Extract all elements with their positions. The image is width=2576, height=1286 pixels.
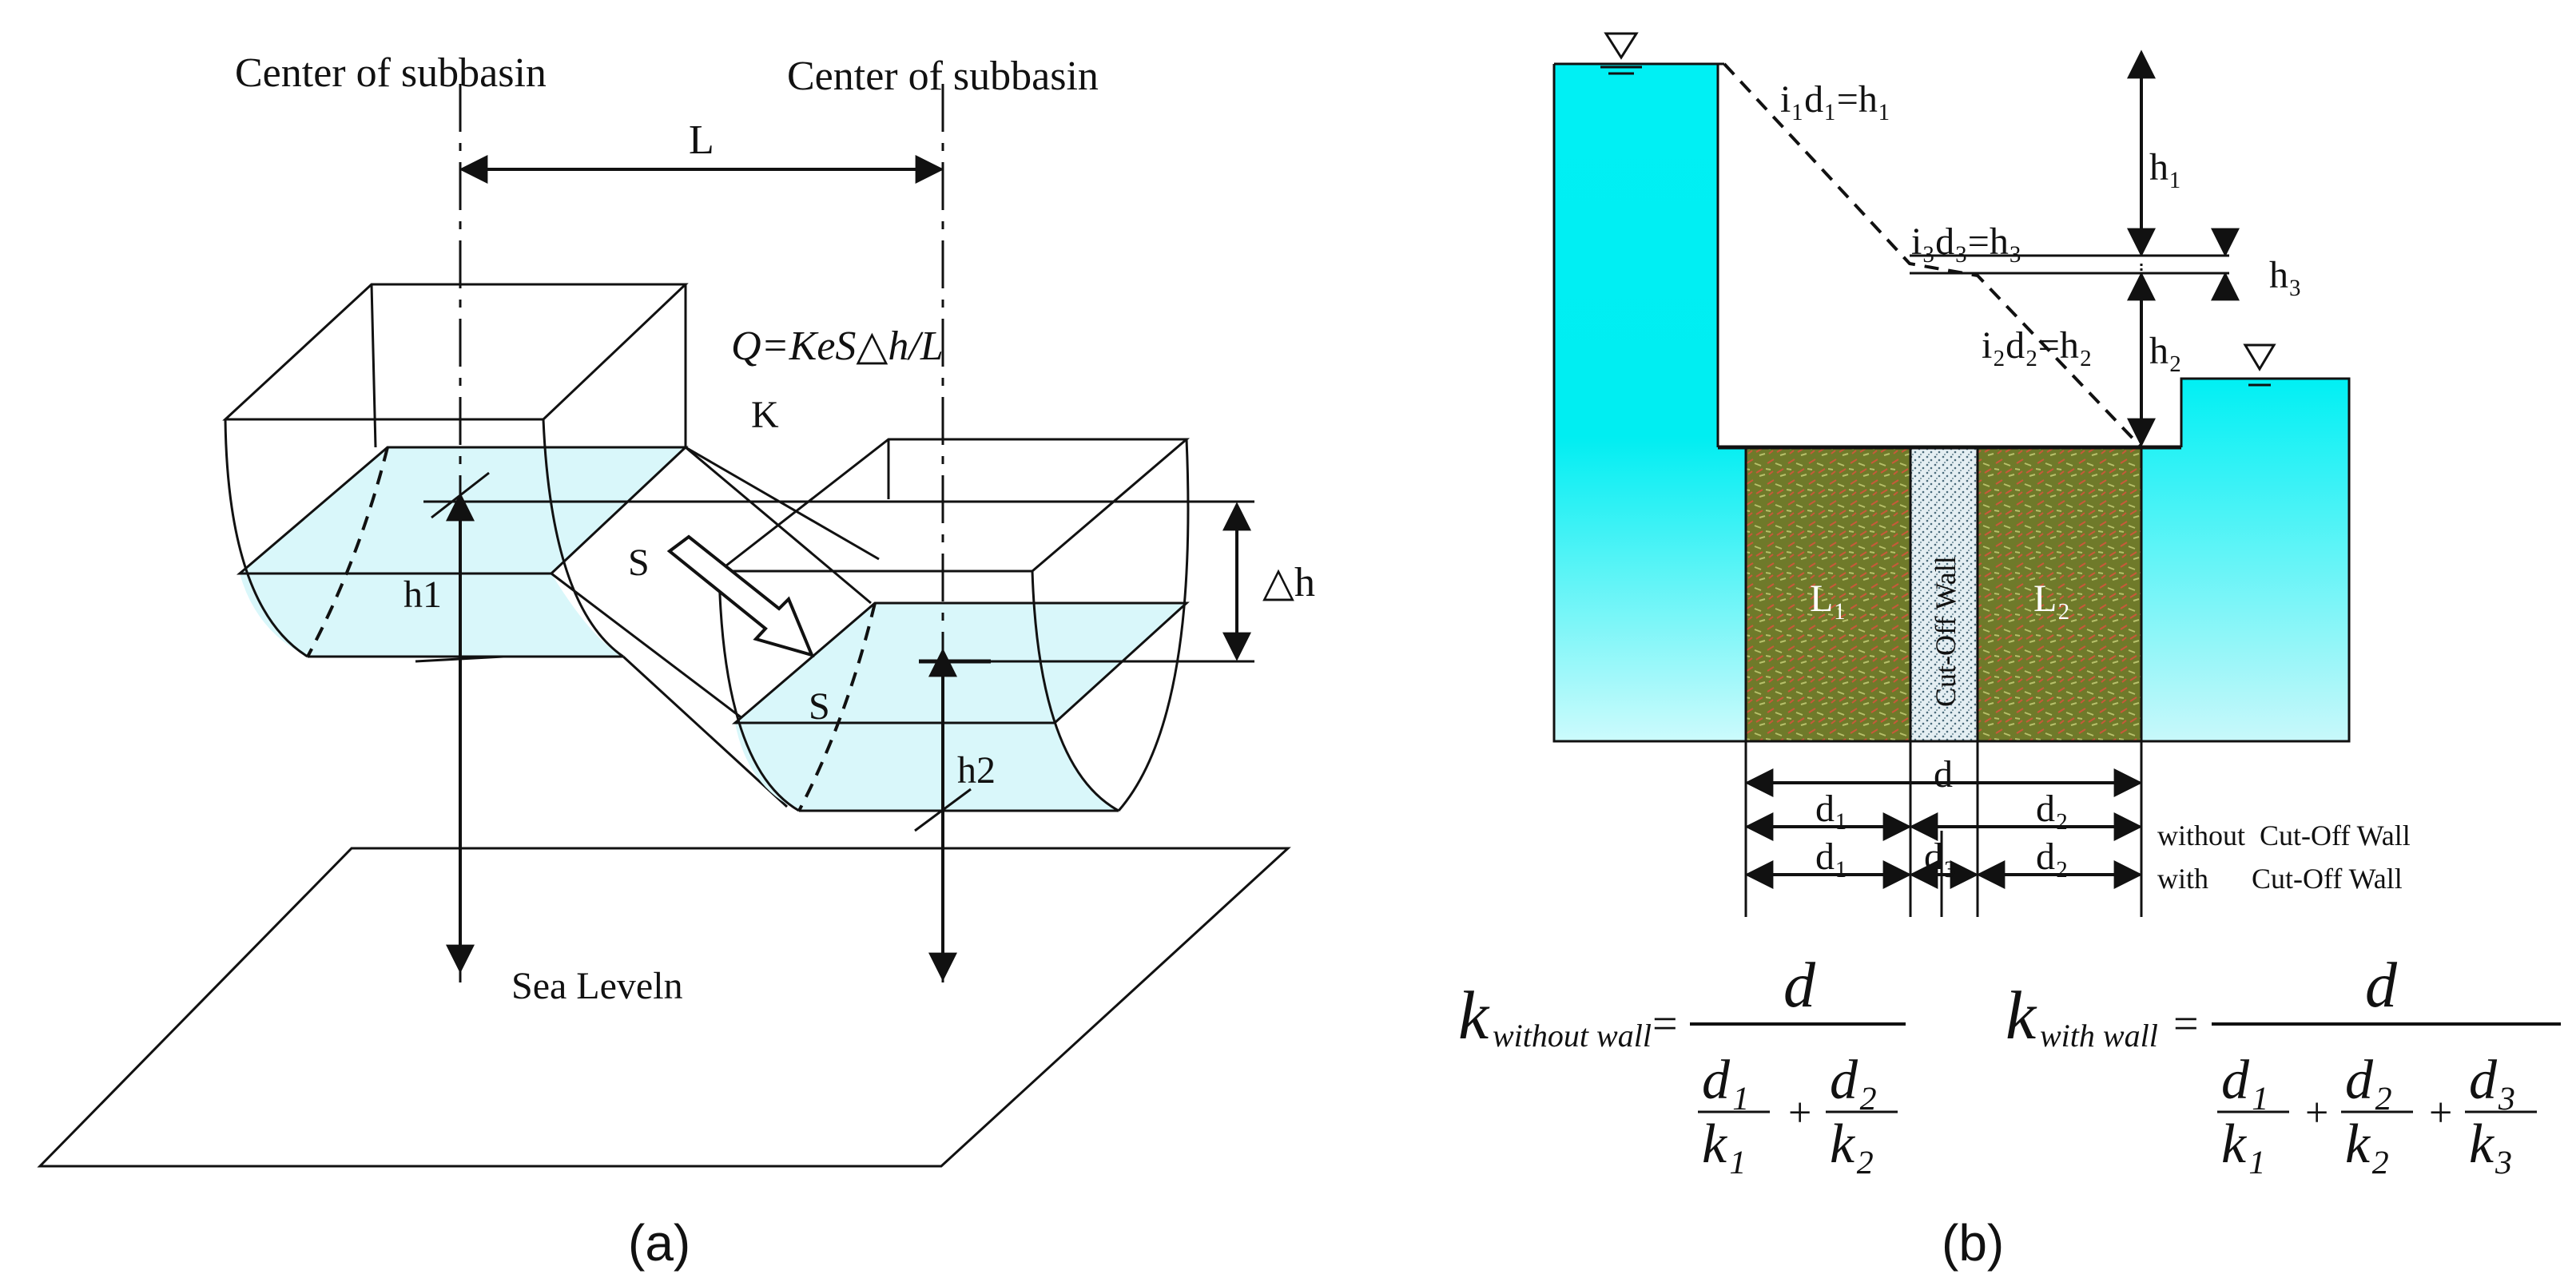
flow-equation: Q=KeS△h/L (731, 323, 944, 369)
d-label: d (1934, 753, 1953, 796)
panel-b: i₁d₁=h₁ i₃d₃=h₃ i₂d₂=h₂ h₁ h₃ h₂ L₁ L₂ C… (1458, 32, 2561, 1272)
formula-with-wall: k with wall = d d₁ k₁ + d₂ k₂ + d₃ k₃ (2006, 951, 2561, 1175)
d2-label-b: d₂ (2036, 836, 2069, 878)
L2-label: L₂ (2033, 578, 2070, 620)
wall-label: Cut-Off Wall (1930, 556, 1962, 707)
svg-text:+: + (1788, 1090, 1811, 1136)
distance-label: L (689, 117, 714, 163)
svg-text:+: + (2305, 1090, 2328, 1136)
caption-b: (b) (1942, 1214, 2004, 1272)
panel-a: Center of subbasin Center of subbasin L … (37, 50, 1315, 1272)
center-right-label: Center of subbasin (787, 54, 1099, 99)
h1-label: h1 (403, 574, 442, 616)
d1-label-a: d₁ (1815, 788, 1848, 830)
water-level-icon-right (2241, 343, 2278, 387)
L1-label: L₁ (1810, 578, 1847, 620)
svg-text:=: = (2173, 999, 2199, 1049)
flow-arrow (666, 534, 815, 658)
svg-text:k₃: k₃ (2469, 1113, 2513, 1175)
h2-label: h2 (957, 749, 996, 792)
caption-a: (a) (628, 1214, 690, 1272)
svg-text:d₁: d₁ (2221, 1050, 2268, 1111)
water-level-icon-left (1600, 32, 1642, 75)
svg-text:k₁: k₁ (1702, 1113, 1746, 1175)
svg-text:=: = (1652, 999, 1678, 1049)
without-wall-label: without Cut-Off Wall (2157, 820, 2411, 851)
svg-text:d: d (2365, 951, 2398, 1021)
s-lower-label: S (809, 685, 830, 728)
left-water (1554, 64, 1746, 741)
center-left-label: Center of subbasin (235, 50, 547, 96)
with-wall-label: with Cut-Off Wall (2157, 863, 2403, 895)
delta-h-label: △h (1262, 560, 1315, 605)
sea-level-label: Sea Leveln (511, 965, 683, 1007)
slope2-label: i₂d₂=h₂ (1982, 324, 2093, 367)
svg-text:k₁: k₁ (2221, 1113, 2265, 1175)
h1-label-b: h₁ (2149, 146, 2182, 189)
s-upper-label: S (628, 542, 650, 584)
svg-text:d: d (1783, 951, 1816, 1021)
svg-text:k: k (2006, 977, 2037, 1054)
slope3-label: i₃d₃=h₃ (1911, 220, 2022, 263)
formula-without-wall: k without wall = d d₁ k₁ + d₂ k₂ (1458, 951, 1906, 1175)
svg-text:without wall: without wall (1493, 1018, 1652, 1054)
right-water (2141, 379, 2349, 741)
svg-text:k: k (1458, 977, 1490, 1054)
left-basin (222, 283, 689, 658)
d3-label: d₃ (1924, 836, 1957, 878)
soil-L2 (1976, 446, 2143, 743)
svg-text:d₁: d₁ (1702, 1050, 1749, 1111)
svg-text:k₂: k₂ (2345, 1113, 2389, 1175)
svg-text:d₂: d₂ (2345, 1050, 2392, 1111)
h2-label-b: h₂ (2149, 330, 2182, 372)
svg-text:d₂: d₂ (1830, 1050, 1877, 1111)
svg-text:d₃: d₃ (2469, 1050, 2516, 1111)
right-basin (715, 438, 1191, 812)
sea-level-plane (37, 847, 1291, 1168)
svg-text:+: + (2429, 1090, 2452, 1136)
svg-text:with wall: with wall (2040, 1018, 2158, 1054)
right-basin-water (735, 603, 1187, 811)
d1-label-b: d₁ (1815, 836, 1848, 878)
d2-label-a: d₂ (2036, 788, 2069, 830)
slope1-label: i₁d₁=h₁ (1780, 78, 1891, 121)
k-label: K (751, 394, 779, 436)
svg-text:k₂: k₂ (1830, 1113, 1874, 1175)
h3-label-b: h₃ (2269, 254, 2302, 296)
